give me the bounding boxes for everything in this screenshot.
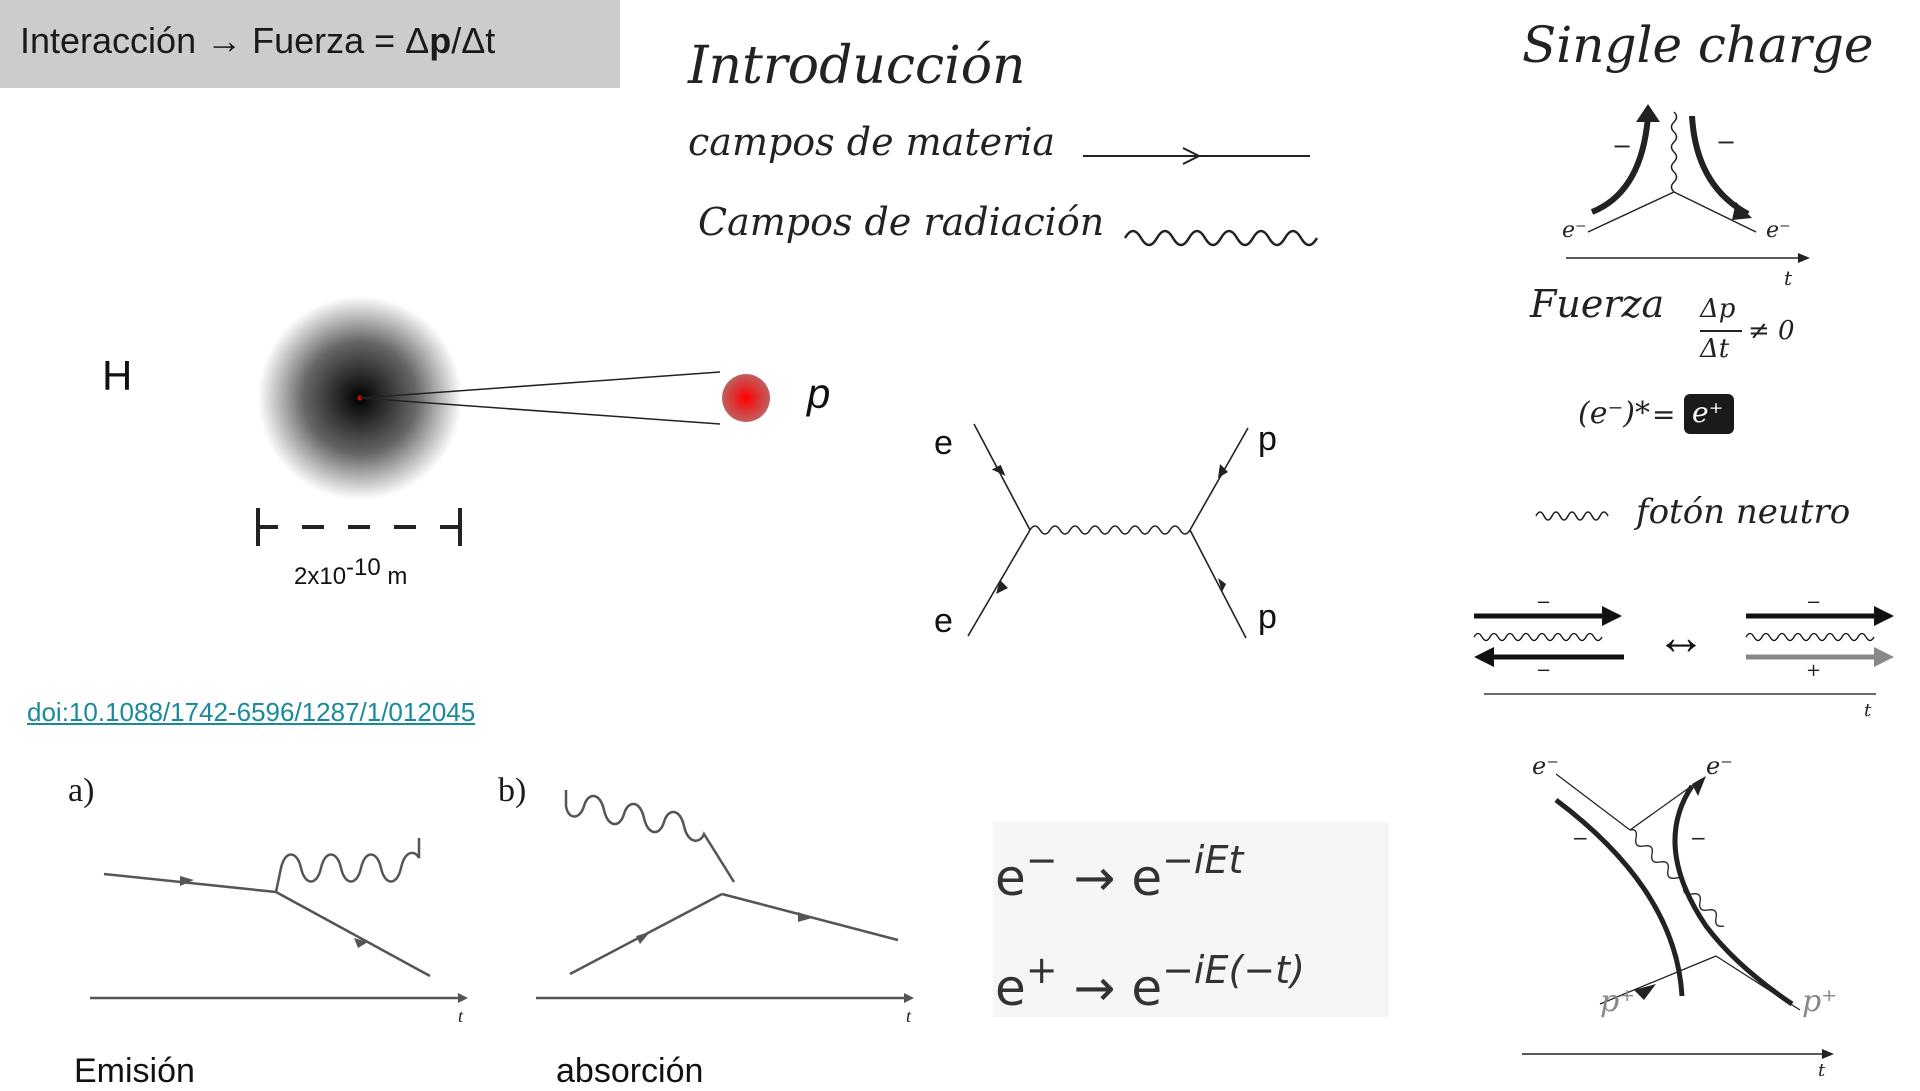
force-label: Fuerza (1530, 282, 1665, 326)
eq2-sup: + (1025, 948, 1058, 992)
eq1-sup: − (1025, 838, 1058, 882)
sc-time-label: t (1784, 266, 1793, 290)
scale-label: 2x10-10 m (294, 554, 407, 591)
diagram-b-label: b) (498, 772, 527, 809)
feynman-label-p-top: p (1258, 420, 1277, 458)
eq1-arrow: → (1073, 849, 1116, 907)
radiation-fields-label: Campos de radiación (698, 200, 1105, 244)
positron-box (1684, 394, 1734, 434)
title-part: /Δt (451, 20, 496, 61)
t-axis-label-a: t (458, 1006, 464, 1026)
eq1-rhs: e (1131, 849, 1163, 907)
eq2-exponent: −iE(−t) (1162, 948, 1305, 992)
eq1-exponent: −iEt (1162, 838, 1244, 882)
sc-electron-out: e⁻ (1766, 218, 1791, 243)
zoom-line-top (359, 371, 721, 399)
conjugate-equals: = (1652, 398, 1676, 431)
force-not-zero: ≠ 0 (1748, 316, 1795, 346)
force-numerator: Δp (1700, 294, 1736, 324)
sc-minus-left: − (1612, 132, 1633, 160)
eq-minus-top-left: − (1536, 592, 1552, 613)
photon-neutral-note: fotón neutro (1636, 492, 1851, 532)
eq-minus-top-right: − (1806, 592, 1822, 613)
equation-panel (993, 822, 1389, 1017)
intro-heading: Introducción (688, 36, 1026, 96)
scatter-proton-right: p⁺ (1802, 984, 1838, 1019)
title-part: Interacción → Fuerza = Δ (20, 20, 430, 61)
matter-fields-label: campos de materia (688, 120, 1056, 164)
eq-minus-bottom-left: − (1536, 660, 1552, 681)
scatter-proton-left: p⁺ (1600, 984, 1636, 1019)
single-charge-heading: Single charge (1522, 16, 1874, 74)
eq2-rhs: e (1131, 959, 1163, 1017)
positron-label: e⁺ (1692, 396, 1724, 429)
t-axis-label-b: t (906, 1006, 912, 1026)
scale-exponent: -10 (346, 554, 381, 581)
eq1-base: e (995, 849, 1026, 907)
scatter-electron-in: e⁻ (1532, 752, 1559, 780)
doi-link[interactable]: doi:10.1088/1742-6596/1287/1/012045 (27, 697, 476, 727)
sc-minus-right: − (1716, 128, 1737, 156)
title-bar (0, 0, 620, 88)
radiation-wave (1123, 229, 1319, 247)
diagram-a-label: a) (68, 772, 95, 809)
equation-electron: e− → e−iEt (995, 838, 1243, 907)
title-bold-p: p (429, 20, 452, 61)
force-denominator: Δt (1700, 334, 1730, 364)
equivalence-arrow: ↔ (1656, 609, 1706, 665)
feynman-label-e-top: e (934, 424, 953, 462)
eq-time-label: t (1864, 700, 1872, 721)
scale-bar (256, 508, 462, 546)
scale-unit: m (387, 563, 408, 590)
equation-positron: e+ → e−iE(−t) (995, 948, 1305, 1017)
conjugate-electron: (e⁻)* (1578, 396, 1650, 431)
zoom-line-bottom (359, 397, 721, 425)
scatter-minus-left: − (1572, 826, 1589, 850)
feynman-label-p-bottom: p (1258, 598, 1277, 636)
proton-ball (722, 374, 770, 422)
eq2-base: e (995, 959, 1026, 1017)
slide-title: Interacción → Fuerza = Δp/Δt (20, 20, 495, 62)
feynman-label-e-bottom: e (934, 602, 953, 640)
hydrogen-label: H (102, 352, 133, 399)
eq2-arrow: → (1073, 959, 1116, 1017)
scatter-time-label: t (1818, 1060, 1826, 1081)
scale-base: 2x10 (294, 563, 347, 590)
sc-electron-in: e⁻ (1562, 218, 1587, 243)
scatter-electron-out: e⁻ (1706, 752, 1733, 780)
scatter-minus-right: − (1690, 826, 1707, 850)
eq-plus-bottom-right: + (1806, 660, 1822, 681)
matter-line-arrow (1083, 147, 1310, 165)
proton-label: p (807, 370, 831, 417)
